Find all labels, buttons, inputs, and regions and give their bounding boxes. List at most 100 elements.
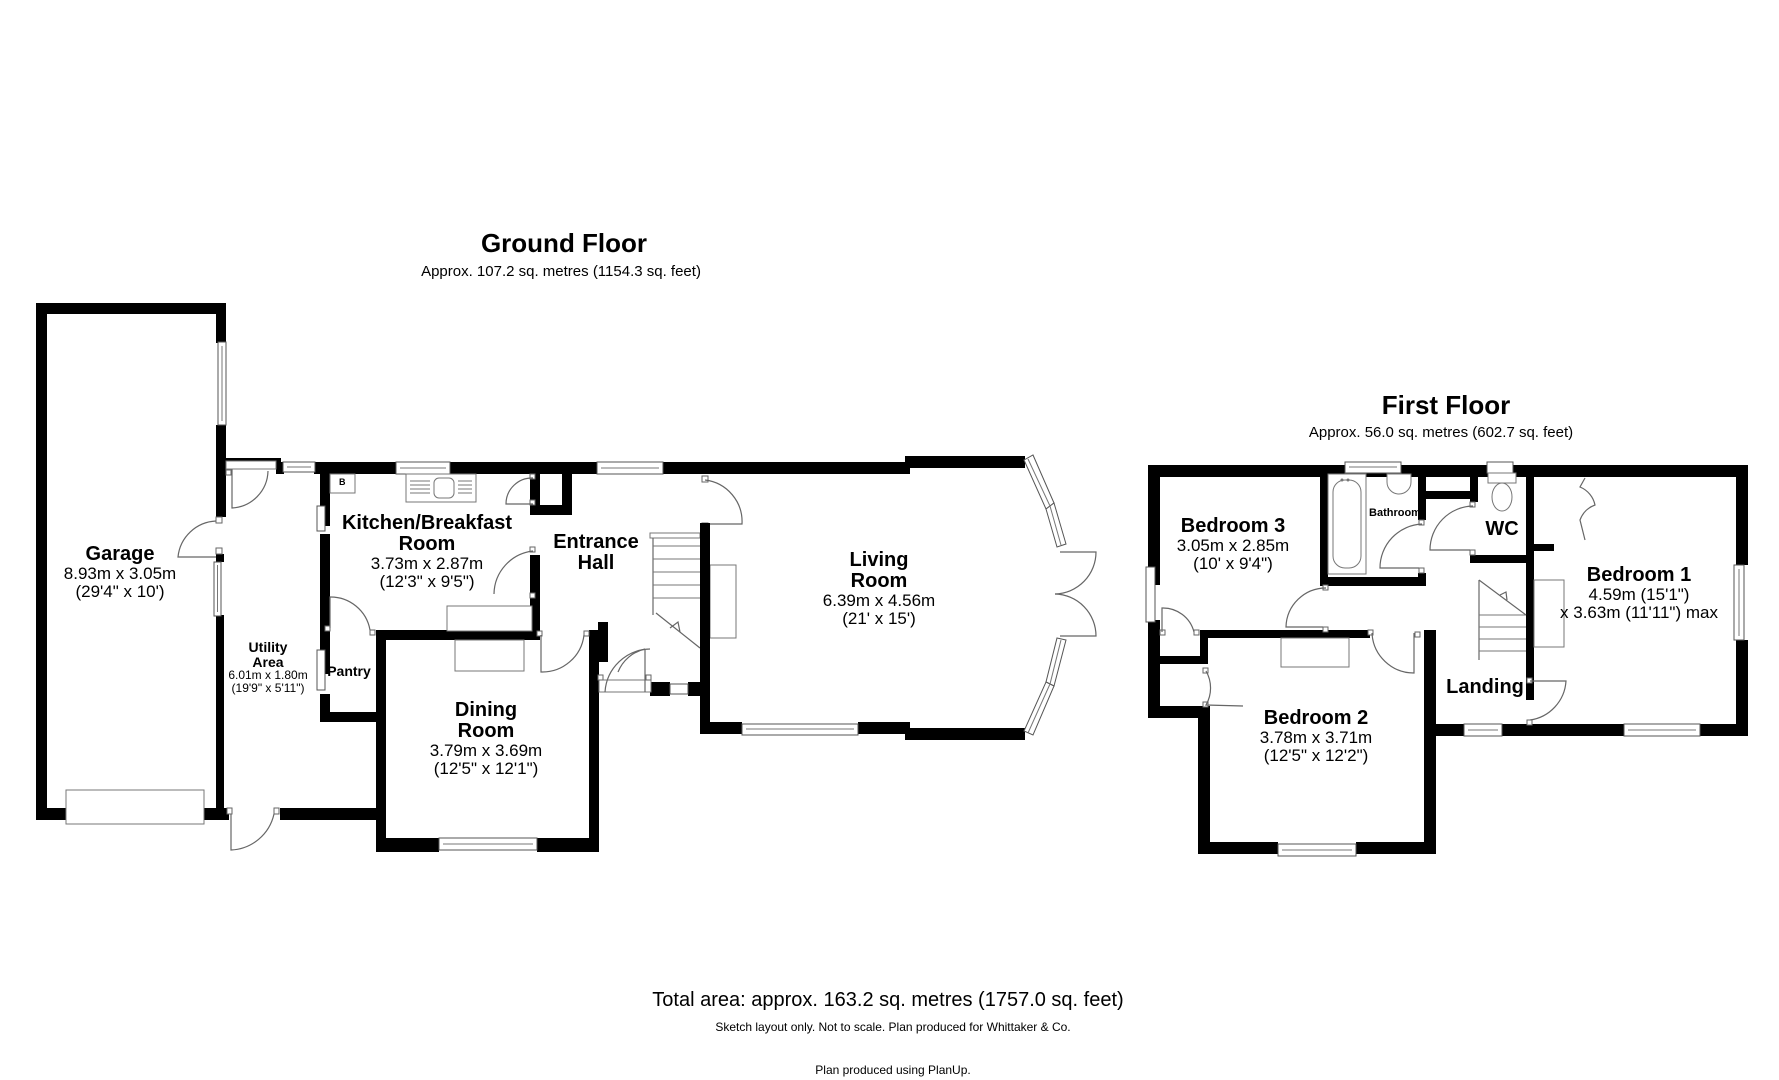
hall-window <box>596 461 664 475</box>
room-dim-metric: 6.01m x 1.80m <box>228 668 308 683</box>
room-dim-imperial: (10' x 9'4") <box>1193 553 1273 573</box>
room-dim-imperial: (29'4" x 10') <box>75 581 165 601</box>
bedroom2-window <box>1277 843 1357 857</box>
bedroom2-cupboard-door <box>1202 667 1244 708</box>
utility-front-door <box>226 807 280 851</box>
room-name: Kitchen/Breakfast <box>341 512 513 534</box>
room-name: Dining <box>454 699 518 721</box>
room-label-bathroom: Bathroom <box>1369 507 1421 520</box>
room-dim-metric: 3.79m x 3.69m <box>429 741 543 760</box>
room-dim-imperial: (19'9" x 5'11") <box>231 680 305 695</box>
room-dim-metric: 8.93m x 3.05m <box>63 564 177 583</box>
plan-credit: Plan produced using PlanUp. <box>815 1063 971 1077</box>
kitchen-cupboard-door <box>505 473 536 506</box>
bedroom2-door <box>1367 629 1421 674</box>
garage-walls <box>36 303 229 820</box>
bay-window-bottom <box>1023 637 1067 736</box>
bedroom1-door <box>1526 677 1567 726</box>
room-name: Bedroom 2 <box>1263 707 1369 729</box>
wardrobe-doors <box>1579 477 1596 541</box>
bedroom3-door <box>1285 584 1329 633</box>
room-name: Utility <box>248 639 288 655</box>
boiler-label: B <box>339 477 346 487</box>
basin-icon <box>1386 473 1412 495</box>
room-name: Entrance <box>553 531 639 553</box>
room-label-utility: Utility Area 6.01m x 1.80m (19'9" x 5'11… <box>228 640 307 695</box>
kitchen-chimney-breast <box>446 605 533 632</box>
room-name: Room <box>457 720 515 742</box>
first-floor-plan <box>1145 461 1748 857</box>
ground-staircase <box>649 532 701 649</box>
bedroom1-window-side <box>1733 564 1745 641</box>
room-dim-line1: 4.59m (15'1") <box>1588 585 1690 604</box>
kitchen-window <box>395 461 451 475</box>
toilet-icon <box>1487 472 1517 512</box>
bedroom3-cupboard-door <box>1159 607 1200 636</box>
room-label-bedroom-1: Bedroom 1 4.59m (15'1") x 3.63m (11'11")… <box>1560 565 1718 622</box>
bedroom2-chimney-breast <box>1280 637 1350 668</box>
room-name: Garage <box>85 543 155 565</box>
landing-staircase <box>1478 579 1527 660</box>
garage-door <box>65 789 205 825</box>
pantry-window <box>316 649 326 691</box>
room-name: WC <box>1485 518 1519 540</box>
room-dim-line2: x 3.63m (11'11") max <box>1560 602 1718 622</box>
disclaimer: Sketch layout only. Not to scale. Plan p… <box>715 1020 1071 1034</box>
kitchen-sink-icon <box>405 473 477 503</box>
ground-floor-title: Ground Floor <box>480 228 648 258</box>
room-dim-imperial: (12'5" x 12'2") <box>1263 745 1369 765</box>
hall-living-door <box>701 475 743 530</box>
room-label-pantry: Pantry <box>327 664 371 679</box>
bedroom1-chimney-breast <box>1533 579 1565 648</box>
room-name: Room <box>398 533 456 555</box>
porch-window <box>669 683 689 695</box>
first-floor-area: Approx. 56.0 sq. metres (602.7 sq. feet) <box>1308 424 1574 441</box>
utility-back-door <box>225 460 277 509</box>
first-floor-outer-walls <box>1148 465 1748 854</box>
bedroom3-window <box>1145 566 1156 623</box>
room-label-landing: Landing <box>1446 677 1524 698</box>
ground-floor-area: Approx. 107.2 sq. metres (1154.3 sq. fee… <box>421 263 701 280</box>
room-name: Area <box>252 653 284 670</box>
ground-floor-plan <box>36 303 1097 852</box>
pantry-door <box>324 596 376 636</box>
room-label-garage: Garage 8.93m x 3.05m (29'4" x 10') <box>64 544 176 601</box>
room-label-wc: WC <box>1485 519 1518 540</box>
front-door <box>597 648 652 693</box>
room-dim-imperial: (12'3" x 9'5") <box>379 571 475 591</box>
first-floor-internal-walls <box>1148 470 1554 700</box>
wc-door <box>1429 501 1476 556</box>
room-name: Room <box>850 570 908 592</box>
room-dim-metric: 3.73m x 2.87m <box>370 554 484 573</box>
dining-window <box>438 837 538 851</box>
room-name: Hall <box>577 552 615 574</box>
bathroom-window <box>1344 461 1402 474</box>
living-chimney-breast <box>709 564 737 639</box>
room-dim-metric: 3.78m x 3.71m <box>1259 728 1373 747</box>
room-dim-imperial: (21' x 15') <box>842 608 916 628</box>
bedroom1-window-bottom <box>1623 723 1701 737</box>
bath-icon <box>1327 473 1367 575</box>
room-dim-imperial: (12'5" x 12'1") <box>433 758 539 778</box>
room-label-living: Living Room 6.39m x 4.56m (21' x 15') <box>823 550 935 628</box>
room-name: Bedroom 3 <box>1180 515 1286 537</box>
room-name: Pantry <box>327 663 371 679</box>
living-room-walls <box>700 456 1025 740</box>
room-name: Landing <box>1446 676 1524 698</box>
boiler-cupboard <box>329 473 356 494</box>
landing-window <box>1463 723 1503 737</box>
room-dim-metric: 6.39m x 4.56m <box>822 591 936 610</box>
kitchen-hall-door <box>493 546 536 599</box>
kitchen-side-window <box>316 505 326 532</box>
dining-hall-door <box>536 630 590 673</box>
room-label-kitchen: Kitchen/Breakfast Room 3.73m x 2.87m (12… <box>342 513 512 591</box>
wc-window <box>1486 461 1514 474</box>
bay-window-top <box>1023 454 1067 548</box>
total-area: Total area: approx. 163.2 sq. metres (17… <box>652 989 1124 1011</box>
room-label-bedroom-2: Bedroom 2 3.78m x 3.71m (12'5" x 12'2") <box>1260 708 1372 765</box>
dining-chimney-breast <box>454 639 525 672</box>
garage-window-lower <box>213 561 222 617</box>
room-label-entrance-hall: Entrance Hall <box>553 532 639 574</box>
dining-walls <box>376 630 599 852</box>
